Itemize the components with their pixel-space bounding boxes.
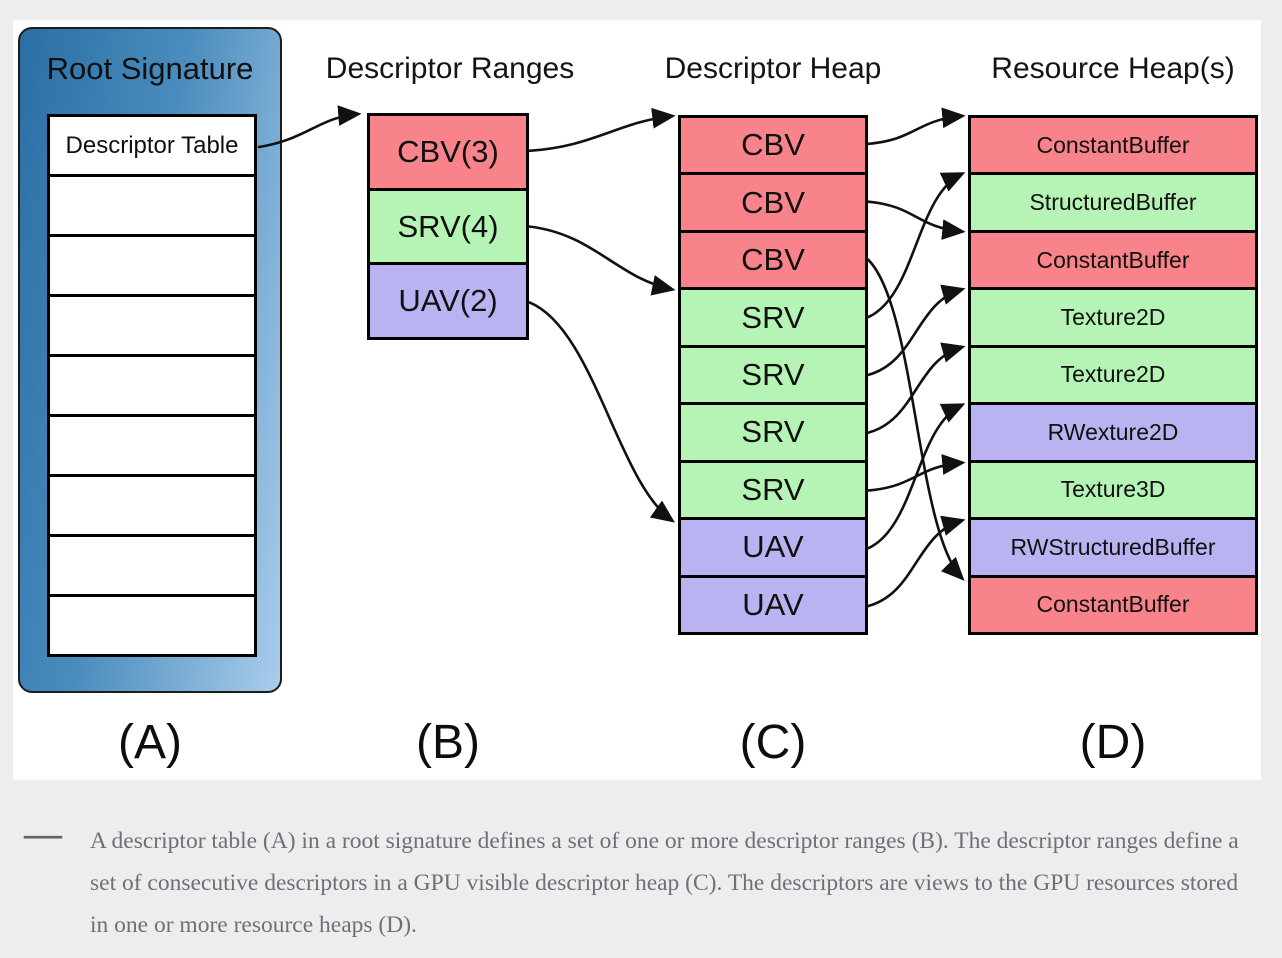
resource-row-4: Texture2D [971,344,1255,403]
resource-row-label: ConstantBuffer [1036,131,1190,158]
root-table-row-empty-6 [50,474,254,534]
resource-row-label: StructuredBuffer [1029,189,1197,216]
range-row-label: CBV(3) [397,133,499,169]
root-table-row-empty-3 [50,294,254,354]
heap-row-7: UAV [681,517,865,575]
column-label-b: (B) [416,716,480,769]
column-label-c: (C) [739,716,807,769]
heap-row-label: SRV [741,471,805,507]
root-table-row-empty-2 [50,234,254,294]
heap-row-label: CBV [741,184,805,220]
range-row-label: SRV(4) [397,208,499,244]
heap-row-label: CBV [741,127,805,163]
root-table-row-empty-7 [50,534,254,594]
heap-row-label: UAV [742,529,804,565]
range-row-2: UAV(2) [370,262,526,338]
range-row-label: UAV(2) [398,283,498,319]
heap-row-label: SRV [741,299,805,335]
root-signature-table: Descriptor Table [47,114,257,657]
resource-row-0: ConstantBuffer [971,118,1255,173]
root-table-row-descriptor-table: Descriptor Table [50,117,254,174]
heap-row-label: SRV [741,356,805,392]
root-signature-box: Root Signature Descriptor Table [18,27,282,693]
column-label-a: (A) [118,716,182,769]
heap-row-2: CBV [681,229,865,288]
column-label-d: (D) [1079,716,1147,769]
descriptor-table-label: Descriptor Table [65,131,239,159]
heap-row-0: CBV [681,118,865,173]
descriptor-ranges-header: Descriptor Ranges [325,52,575,85]
heap-row-6: SRV [681,459,865,518]
root-table-row-empty-8 [50,594,254,654]
range-row-1: SRV(4) [370,187,526,263]
range-row-0: CBV(3) [370,116,526,188]
resource-row-6: Texture3D [971,459,1255,518]
resource-row-label: Texture3D [1060,476,1166,503]
resource-row-3: Texture2D [971,287,1255,345]
heap-row-1: CBV [681,172,865,230]
heap-row-label: CBV [741,242,805,278]
resource-row-label: ConstantBuffer [1036,591,1190,618]
resource-row-1: StructuredBuffer [971,172,1255,230]
root-table-row-empty-4 [50,354,254,414]
root-table-row-empty-5 [50,414,254,474]
root-signature-title: Root Signature [46,51,254,86]
caption-text: A descriptor table (A) in a root signatu… [90,828,1239,938]
resource-row-label: Texture2D [1060,304,1166,331]
resource-row-label: Texture2D [1060,361,1166,388]
resource-row-label: RWStructuredBuffer [1010,533,1216,560]
resource-row-7: RWStructuredBuffer [971,517,1255,575]
heap-row-5: SRV [681,402,865,460]
heap-row-label: SRV [741,414,805,450]
heap-row-label: UAV [742,586,804,622]
resource-heap-header: Resource Heap(s) [991,52,1235,85]
descriptor-heap-header: Descriptor Heap [664,52,882,85]
resource-row-8: ConstantBuffer [971,574,1255,632]
root-table-row-empty-1 [50,174,254,234]
heap-row-3: SRV [681,287,865,345]
resource-row-2: ConstantBuffer [971,229,1255,288]
resource-row-5: RWexture2D [971,402,1255,460]
descriptor-heap-stack: CBV CBV CBV SRV SRV SRV SRV UAV UAV [678,115,868,635]
resource-row-label: ConstantBuffer [1036,246,1190,273]
caption-dash: — [24,813,62,855]
descriptor-ranges-stack: CBV(3) SRV(4) UAV(2) [367,113,529,340]
heap-row-8: UAV [681,574,865,632]
resource-row-label: RWexture2D [1047,418,1179,445]
heap-row-4: SRV [681,344,865,403]
